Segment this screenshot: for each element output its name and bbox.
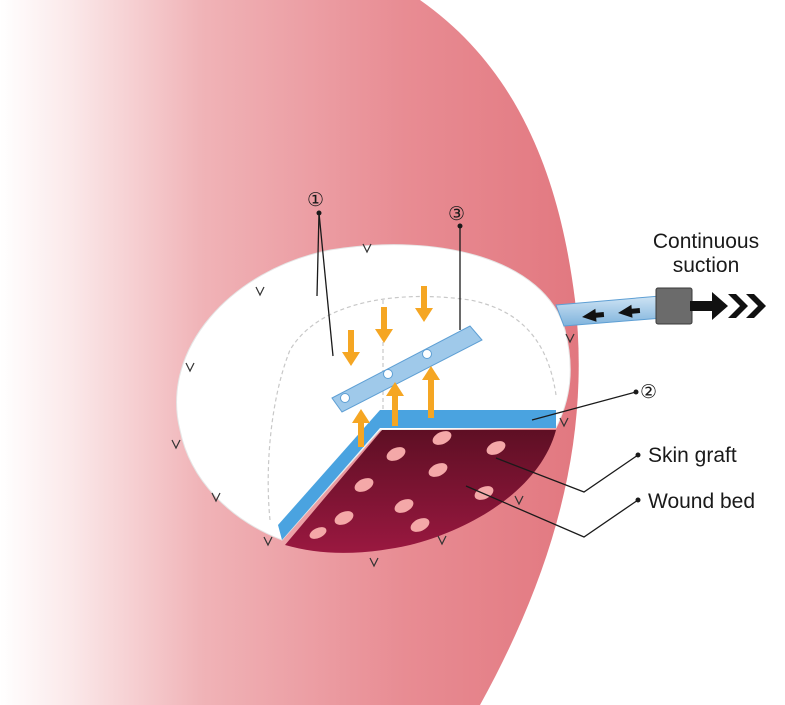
suture-icon: [171, 439, 181, 450]
leader-lines: [316, 212, 639, 538]
suture-icon: [514, 495, 524, 506]
graft-spot: [354, 478, 374, 492]
suction-label-line1: Continuous: [653, 230, 759, 253]
skin-graft-spots: [309, 431, 506, 539]
graft-spot: [410, 518, 430, 532]
leader-dot: [316, 210, 322, 216]
suture-icon: [559, 417, 569, 428]
sutures: [171, 243, 575, 568]
marker-3: ③: [448, 204, 465, 225]
suction-direction-arrows: [690, 292, 766, 320]
graft-spot: [386, 447, 406, 461]
drain-hole: [422, 349, 432, 359]
leader-line-2: [531, 391, 637, 421]
drain-hole: [383, 369, 393, 379]
tube-connector: [655, 287, 693, 325]
membrane-layer-horizontal: [380, 410, 556, 428]
graft-spot: [309, 527, 327, 539]
thick-arrow-icon: [690, 292, 728, 320]
chevron-right-icon: [728, 294, 748, 318]
suture-icon: [362, 243, 372, 254]
leader-dot: [633, 389, 639, 395]
marker-2: ②: [640, 382, 657, 403]
leader-line-1b: [318, 212, 334, 357]
leader-line-wound-bed: [465, 485, 639, 538]
graft-spot: [428, 463, 448, 477]
chevron-right-icon: [746, 294, 766, 318]
suture-icon: [263, 536, 273, 547]
leader-dots: [316, 210, 641, 503]
marker-1: ①: [307, 190, 324, 211]
suture-icon: [565, 333, 575, 344]
leader-line-skin-graft: [495, 454, 639, 493]
wound-bed: [285, 430, 556, 553]
flow-arrow-icon: [582, 308, 605, 322]
skin-graft-label: Skin graft: [648, 444, 737, 467]
suture-icon: [437, 535, 447, 546]
leader-dot: [635, 452, 641, 458]
arrow-up-icon: [352, 409, 370, 447]
suture-icon: [369, 557, 379, 568]
arrow-down-icon: [342, 330, 360, 366]
arrow-up-icon: [422, 366, 440, 418]
arrow-down-icon: [375, 307, 393, 343]
arrow-down-icon: [415, 286, 433, 322]
leader-dot: [457, 223, 463, 229]
arrow-up-icon: [386, 382, 404, 426]
suction-label-line2: suction: [673, 254, 740, 277]
graft-spot: [394, 499, 414, 513]
leader-dot: [635, 497, 641, 503]
graft-spot: [486, 441, 506, 455]
dressing-inner-outline: [267, 295, 557, 521]
pressure-arrows: [342, 286, 440, 447]
graft-spot: [432, 431, 452, 445]
drain-hole: [340, 393, 350, 403]
leader-line-1a: [316, 212, 320, 297]
membrane-layer-diagonal: [278, 410, 380, 540]
drainage-holes: [340, 349, 432, 403]
suture-icon: [185, 362, 195, 373]
wound-bed-label: Wound bed: [648, 490, 755, 513]
graft-spot: [334, 511, 354, 525]
suture-icon: [255, 286, 265, 297]
suture-icon: [211, 492, 221, 503]
flow-arrow-icon: [618, 304, 641, 318]
